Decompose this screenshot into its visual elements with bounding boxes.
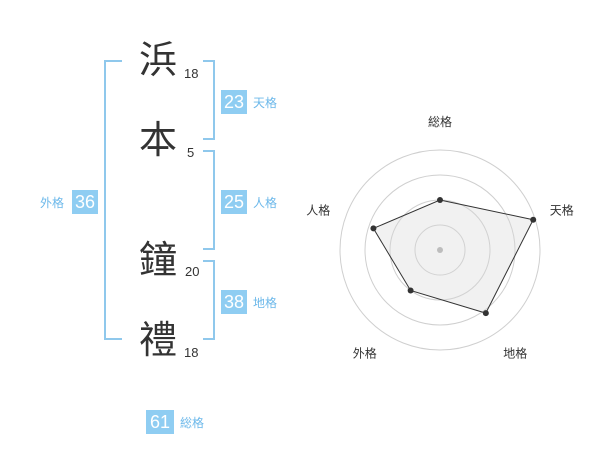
radar-axis-label-1: 総格 (428, 114, 452, 129)
radar-axis-label-4: 外格 (353, 346, 377, 361)
jinkaku-label: 人格 (253, 196, 278, 210)
gaikaku-value-badge: 36 (72, 190, 98, 214)
stroke-count-4: 18 (184, 345, 199, 360)
radar-point-5 (370, 225, 377, 232)
stroke-count-2: 5 (187, 145, 195, 160)
radar-point-3 (482, 310, 489, 317)
radar-axis-label-5: 人格 (306, 202, 330, 217)
radar-axis-label-2: 天格 (550, 202, 574, 217)
radar-grid-ring (414, 224, 466, 276)
soukaku-value-badge: 61 (146, 410, 174, 434)
radar-grid (339, 149, 541, 351)
radar-data-area (372, 199, 534, 314)
tenkaku-label: 天格 (253, 96, 278, 110)
name-char-3: 鐘 (139, 238, 178, 282)
gaikaku-label: 外格 (40, 196, 65, 210)
radar-grid-ring (339, 149, 541, 351)
soukaku-label: 総格 (180, 416, 205, 430)
name-char-2: 本 (139, 118, 178, 162)
radar-grid-ring (364, 174, 516, 326)
radar-point-1 (437, 197, 443, 203)
name-char-4: 禮 (139, 318, 178, 362)
radar-points (370, 197, 537, 317)
radar-point-4 (407, 287, 414, 294)
stroke-count-1: 18 (184, 66, 199, 81)
jinkaku-value-badge: 25 (221, 190, 247, 214)
chikaku-value-badge: 38 (221, 290, 247, 314)
radar-center-dot (437, 247, 443, 253)
name-char-1: 浜 (139, 38, 178, 82)
chikaku-label: 地格 (253, 296, 278, 310)
radar-axis-label-3: 地格 (503, 346, 527, 361)
tenkaku-value-badge: 23 (221, 90, 247, 114)
radar-point-2 (530, 216, 537, 223)
stroke-count-3: 20 (185, 264, 200, 279)
